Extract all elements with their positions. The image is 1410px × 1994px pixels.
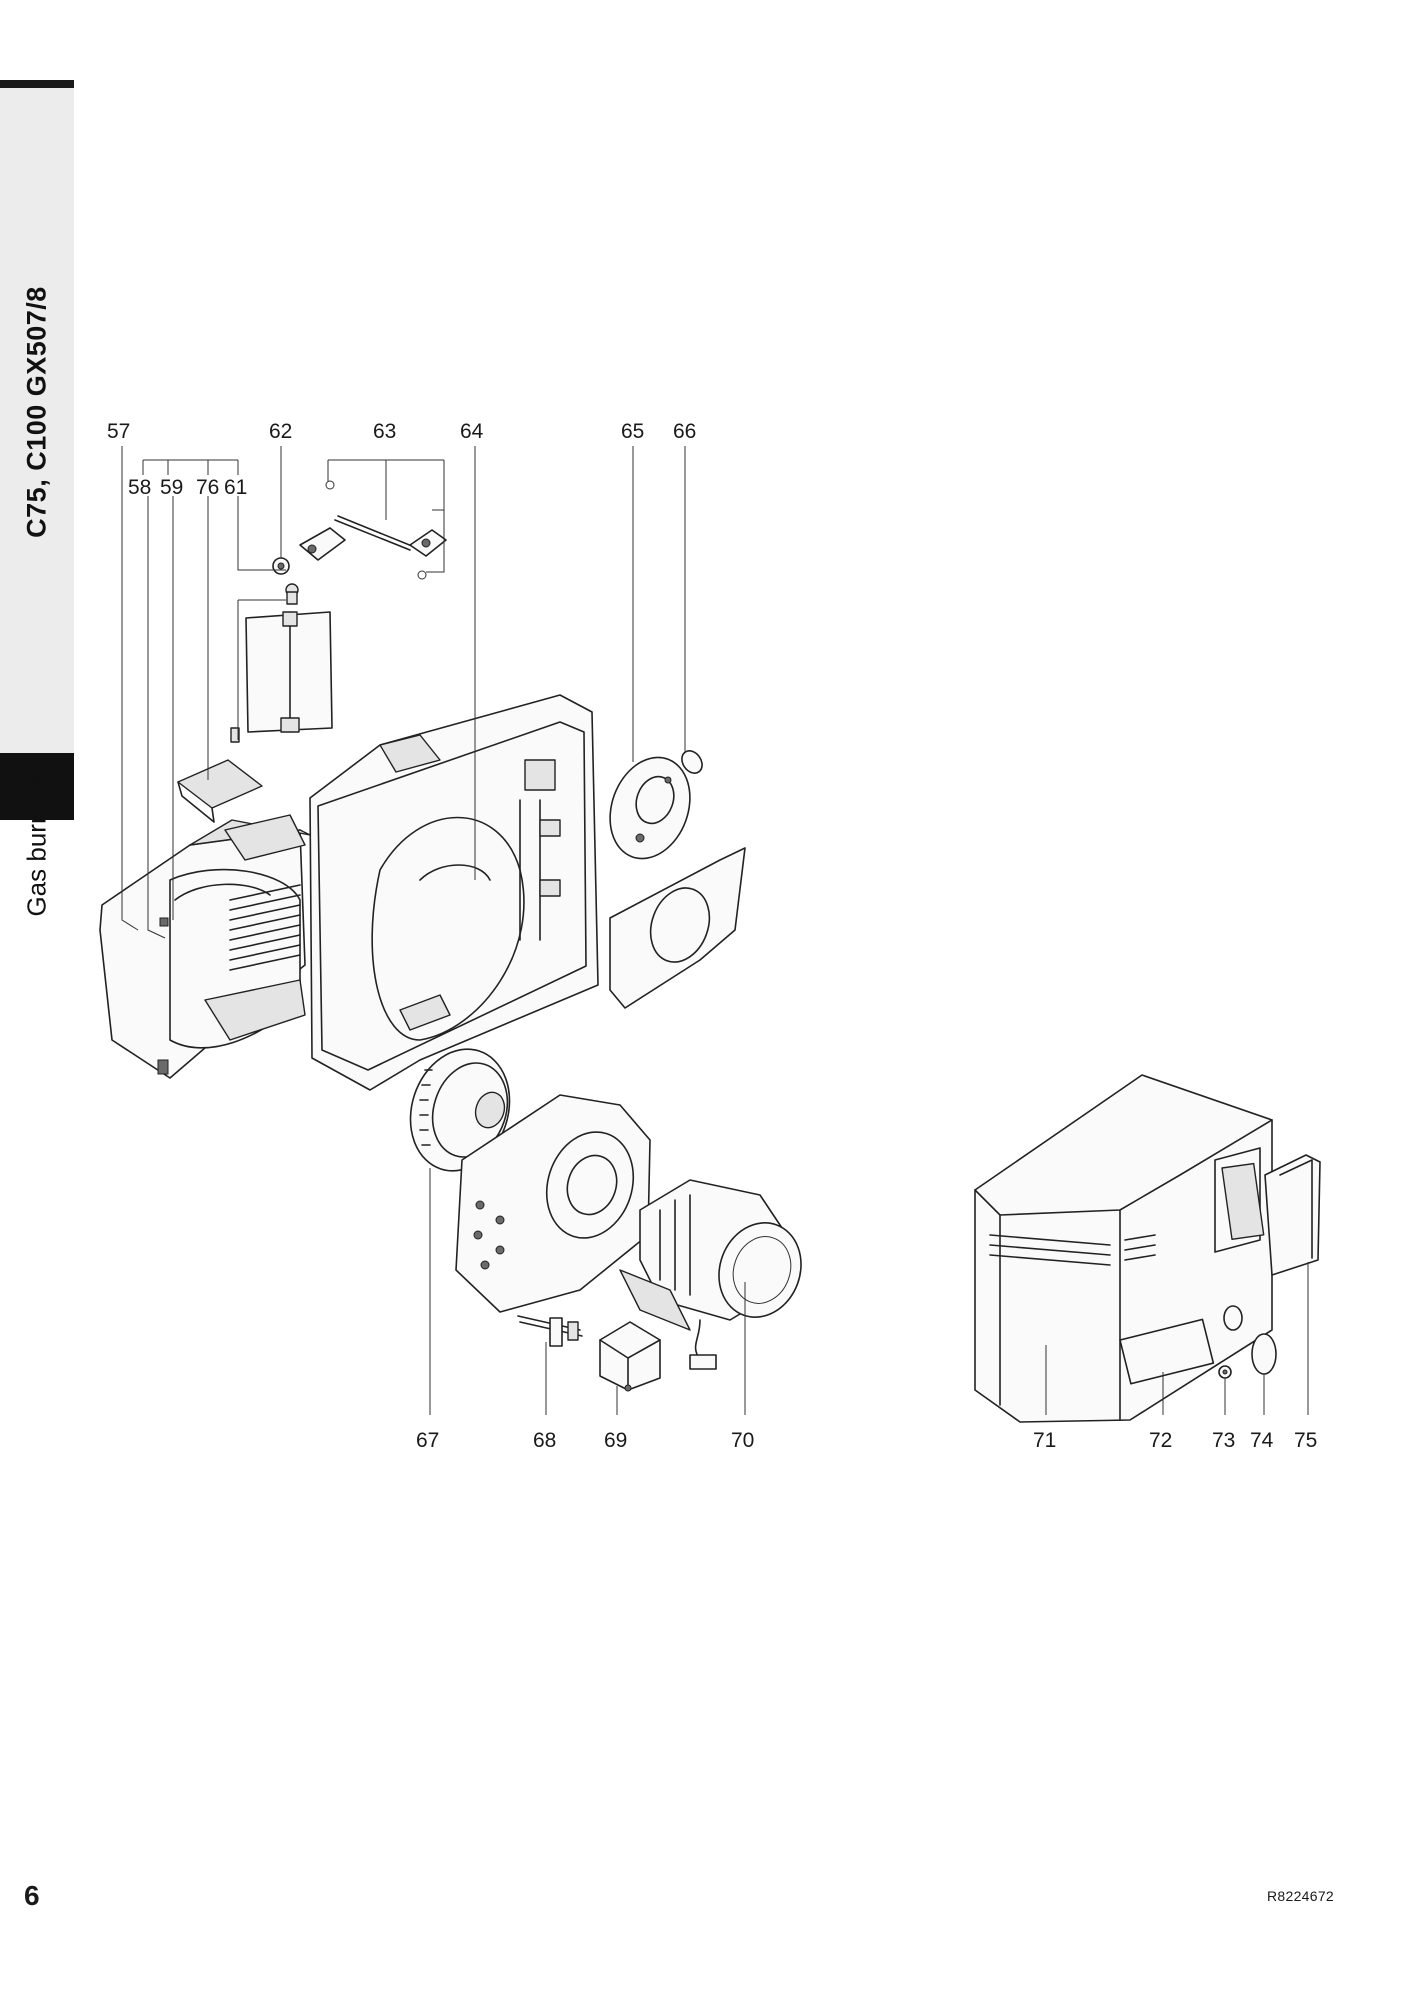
- band-grey-panel: [0, 88, 74, 760]
- part-73-screw: [1218, 1365, 1232, 1379]
- callout-61: 61: [224, 476, 247, 499]
- side-band: [0, 80, 74, 1994]
- band-black-tab: [0, 753, 74, 820]
- callout-68: 68: [533, 1429, 556, 1452]
- callout-74: 74: [1250, 1429, 1274, 1452]
- part-gasket-plate: [609, 847, 746, 1009]
- callout-72: 72: [1149, 1429, 1172, 1452]
- leader-lines: [121, 446, 1309, 1415]
- callout-62: 62: [269, 420, 292, 443]
- callout-65: 65: [621, 420, 644, 443]
- document-reference: R8224672: [1266, 1888, 1334, 1904]
- part-76-cover-plate: [177, 759, 263, 823]
- callout-57: 57: [107, 420, 130, 443]
- part-70-motor: [619, 1179, 802, 1370]
- callout-64: 64: [460, 420, 484, 443]
- part-63-linkage: [299, 480, 447, 580]
- callout-66: 66: [673, 420, 696, 443]
- callout-63: 63: [373, 420, 396, 443]
- part-air-flap-plate: [230, 583, 333, 743]
- callout-76: 76: [196, 476, 219, 499]
- callout-70: 70: [731, 1429, 754, 1452]
- band-top-rule: [0, 80, 74, 88]
- page-number: 6: [24, 1880, 40, 1911]
- part-67-fan-wheel: [409, 1048, 511, 1172]
- part-74-grommet: [1251, 1333, 1277, 1375]
- part-65-plate: [609, 756, 691, 860]
- part-57-housing: [99, 814, 311, 1079]
- part-69-transformer: [599, 1321, 661, 1392]
- callout-71: 71: [1033, 1429, 1056, 1452]
- part-62-cam: [272, 557, 290, 575]
- callout-69: 69: [604, 1429, 627, 1452]
- part-68-electrode: [517, 1315, 583, 1347]
- part-66-cap: [681, 750, 703, 774]
- callout-67: 67: [416, 1429, 439, 1452]
- part-75-cover-lid: [1264, 1154, 1321, 1276]
- part-64-fan-casing: [309, 694, 599, 1091]
- callout-58: 58: [128, 476, 151, 499]
- callout-75: 75: [1294, 1429, 1317, 1452]
- callout-73: 73: [1212, 1429, 1235, 1452]
- part-71-cover: [974, 1074, 1273, 1423]
- callout-59: 59: [160, 476, 183, 499]
